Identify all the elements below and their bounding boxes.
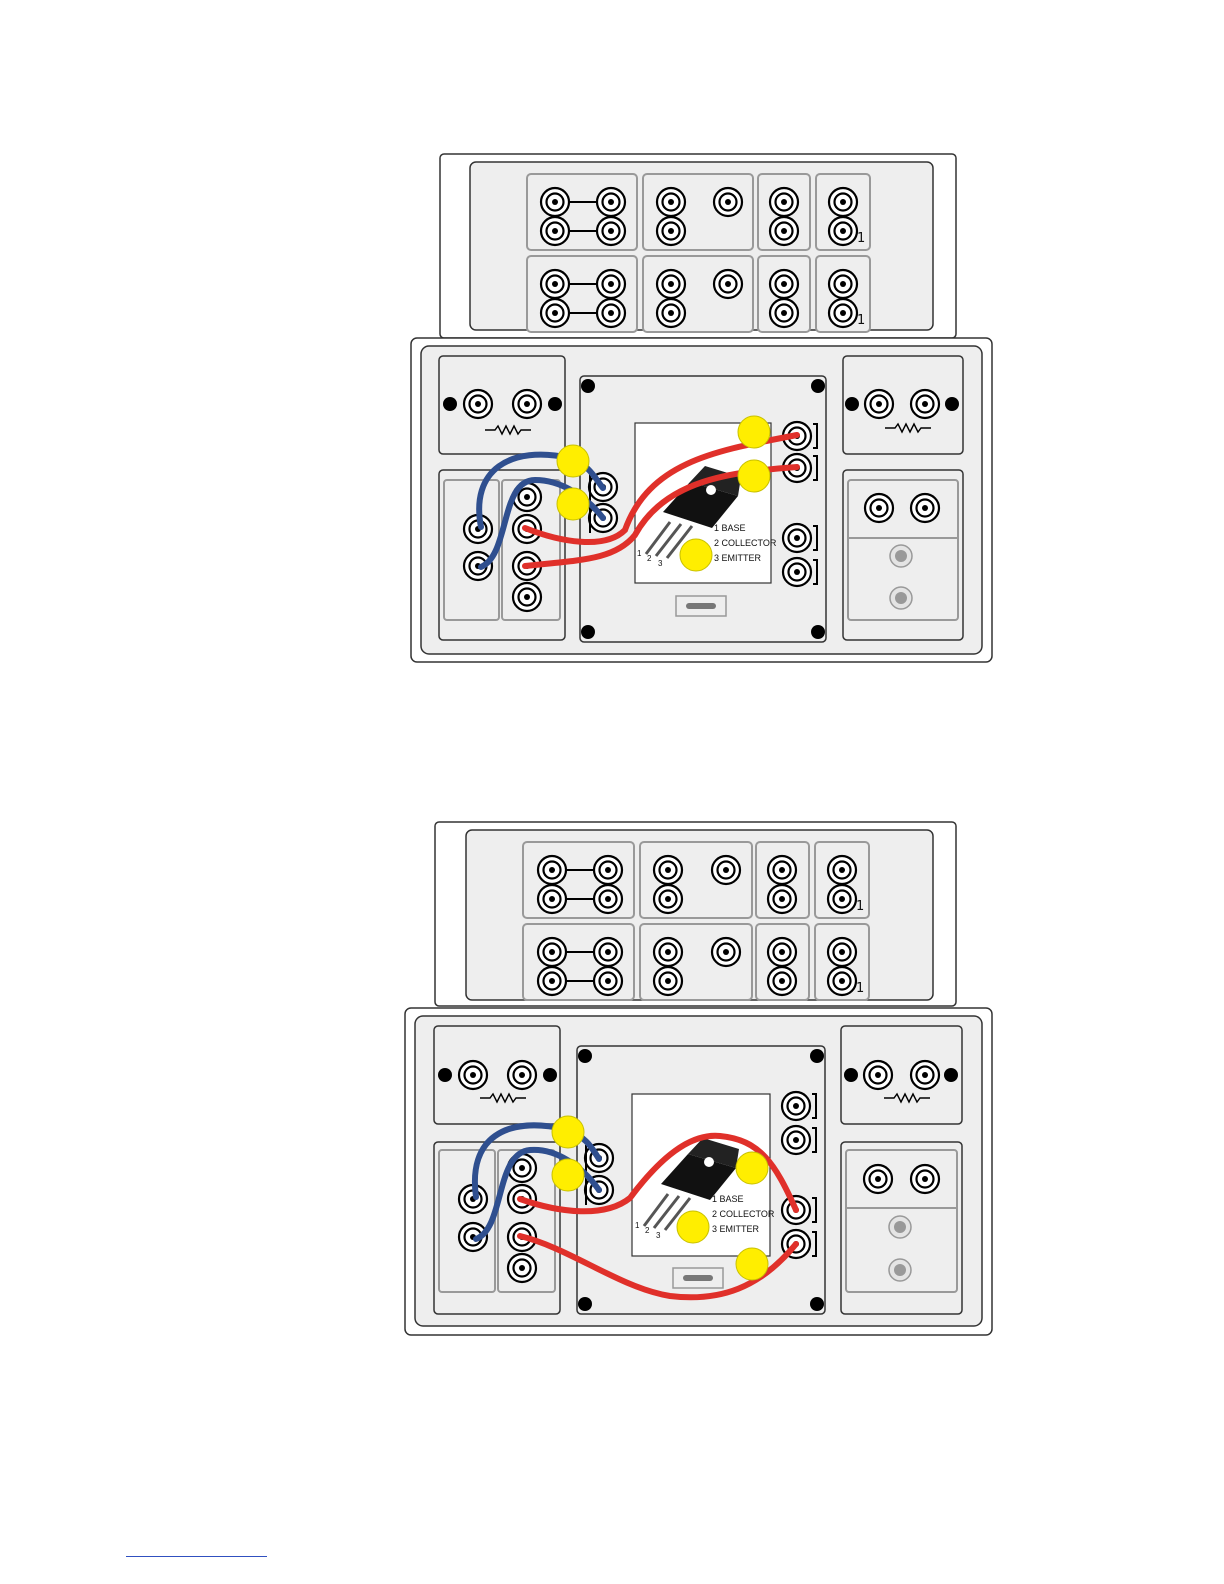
pin-number-3: 3: [658, 559, 663, 568]
label-base: 1 BASE: [714, 523, 746, 533]
marker-red-wire-2: [736, 1248, 768, 1280]
marker-blue-wire-2: [552, 1159, 584, 1191]
lower-board: 1 2 3 1 BASE 2 COLLECTOR 3 EMITTER: [405, 1008, 992, 1335]
terminal-mark-1: 1: [857, 231, 865, 246]
circuit-diagram-1: 1 1: [0, 150, 1224, 670]
label-emitter: 3 EMITTER: [712, 1224, 760, 1234]
marker-blue-wire-2: [557, 488, 589, 520]
marker-blue-wire-1: [552, 1116, 584, 1148]
marker-red-wire-1: [736, 1152, 768, 1184]
marker-red-wire-2: [738, 460, 770, 492]
terminal-mark-2: 1: [857, 313, 865, 328]
terminal-mark-1: 1: [856, 899, 864, 914]
upper-board: 1 1: [440, 154, 956, 338]
footnote-rule: [126, 1556, 267, 1557]
marker-blue-wire-1: [557, 445, 589, 477]
upper-board: 1 1: [435, 822, 956, 1006]
marker-red-wire-1: [738, 416, 770, 448]
lower-board: 1 2 3 1 BASE 2 COLLECTOR 3 EMITTER: [411, 338, 992, 662]
pin-number-1: 1: [635, 1221, 640, 1230]
pin-number-2: 2: [647, 554, 652, 563]
circuit-diagram-2: 1 1 1 2: [0, 818, 1224, 1338]
terminal-mark-2: 1: [856, 981, 864, 996]
label-emitter: 3 EMITTER: [714, 553, 762, 563]
label-base: 1 BASE: [712, 1194, 744, 1204]
marker-emitter: [680, 539, 712, 571]
label-collector: 2 COLLECTOR: [712, 1209, 775, 1219]
marker-emitter: [677, 1211, 709, 1243]
pin-number-3: 3: [656, 1231, 661, 1240]
pin-number-2: 2: [645, 1226, 650, 1235]
label-collector: 2 COLLECTOR: [714, 538, 777, 548]
pin-number-1: 1: [637, 549, 642, 558]
